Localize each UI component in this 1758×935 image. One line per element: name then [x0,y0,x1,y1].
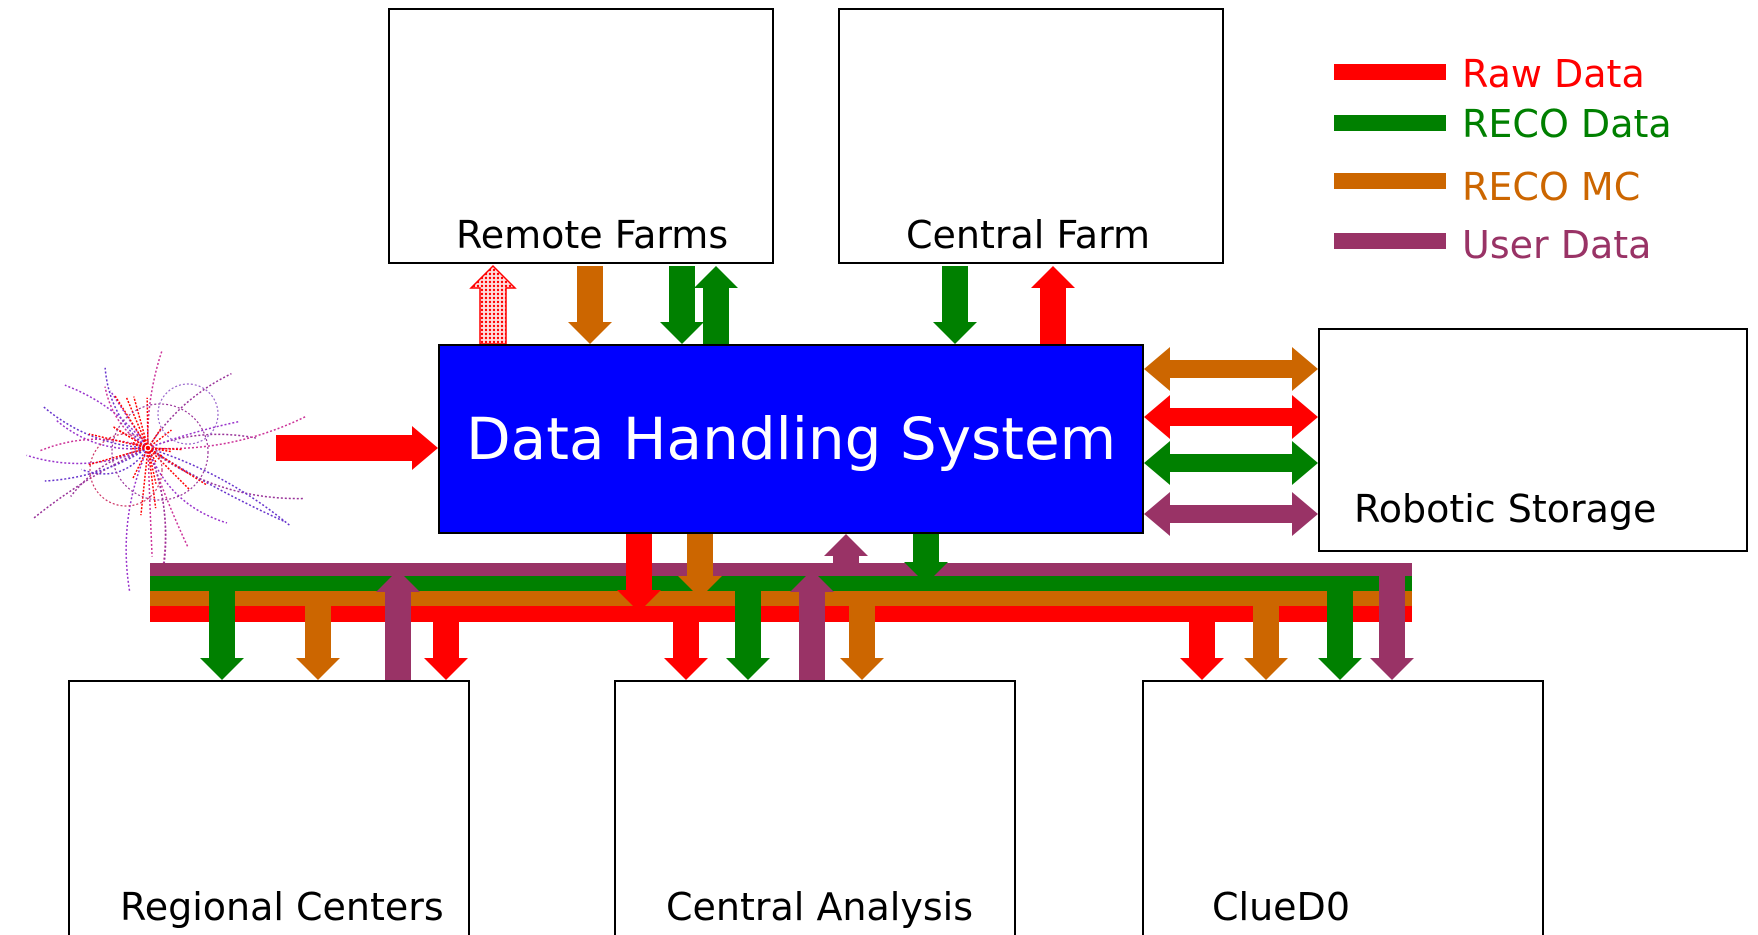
particle-core-track [88,433,149,449]
remote-raw-up-arrow [469,264,517,345]
particle-core-track [147,447,190,491]
bus-user-line [150,563,1412,576]
particle-core-track [147,428,162,449]
particle-track [147,350,163,449]
central-farm-box [838,8,1224,264]
remote-reco-up-arrow [694,266,738,344]
particle-core-track [147,447,157,464]
storage-raw-arrow [1144,395,1318,439]
particle-track [104,386,149,449]
central-farm-raw-up-arrow [1031,266,1075,344]
particle-track [41,405,149,449]
legend-reco-data-label: RECO Data [1462,102,1672,146]
legend [1334,64,1446,249]
legend-raw-data-label: Raw Data [1462,52,1645,96]
legend-swatch [1334,173,1446,189]
particle-track [147,447,304,500]
particle-track [147,447,287,523]
legend-swatch [1334,233,1446,249]
particle-track [147,433,257,449]
clued0-reco-down-arrow [1318,576,1362,680]
regional-mc-down-arrow [296,591,340,680]
particle-core-track [147,447,157,484]
remote-farms-box [388,8,774,264]
particle-track [64,384,149,449]
legend-reco-mc-label: RECO MC [1462,165,1641,209]
regional-raw-down-arrow [424,606,468,680]
regional-centers-label: Regional Centers [120,885,444,929]
particle-track [104,367,149,449]
particle-core-track [147,447,183,451]
clued0-raw-down-arrow [1180,606,1224,680]
particle-track [147,447,167,590]
dhs-mc-down-arrow [678,534,722,598]
bus-reco-line [150,576,1412,591]
robotic-storage-box [1318,328,1748,552]
central-farm-reco-down-arrow [933,266,977,344]
regional-reco-down-arrow [200,576,244,680]
particle-track [147,447,189,547]
particle-core-track [130,447,149,450]
remote-farms-label: Remote Farms [456,213,729,257]
particle-core-track [132,441,149,449]
legend-user-data-label: User Data [1462,223,1652,267]
storage-user-arrow [1144,492,1318,536]
clued0-mc-down-arrow [1244,591,1288,680]
regional-centers-box [68,680,470,935]
analysis-reco-down-arrow [726,576,770,680]
particle-track [81,447,149,475]
particle-track [147,447,153,557]
clued0-label: ClueD0 [1212,885,1350,929]
storage-reco-arrow [1144,441,1318,485]
particle-track [147,372,232,449]
clued0-user-down-arrow [1370,563,1414,680]
dhs-user-up-arrow [824,534,868,563]
particle-loop [157,383,219,445]
data-handling-system-box [438,344,1144,534]
bus-raw-line [150,606,1412,622]
analysis-user-up-arrow [790,570,834,680]
detector-raw-arrow [276,426,438,470]
central-farm-label: Central Farm [906,213,1151,257]
particle-core-track [147,429,172,449]
particle-track [147,415,308,450]
robotic-storage-label: Robotic Storage [1354,487,1657,531]
legend-swatch [1334,115,1446,131]
data-flow-arrows [200,264,1414,680]
particle-core-track [147,447,157,509]
central-analysis-label: Central Analysis [666,885,974,929]
particle-track [44,447,149,482]
particle-track [147,447,228,524]
particle-core-track [140,447,149,516]
dhs-raw-down-arrow [617,534,661,612]
data-bus [150,563,1412,622]
analysis-mc-down-arrow [840,591,884,680]
particle-core-track [146,397,149,449]
particle-core-track [147,447,163,457]
particle-track [147,447,291,527]
remote-reco-down-arrow [660,266,704,344]
particle-track [55,419,149,450]
particle-core-track [125,396,149,449]
analysis-raw-down-arrow [664,606,708,680]
clued0-box [1142,680,1544,935]
particle-track [109,390,149,449]
particle-track [26,447,149,465]
particle-core-track [131,447,149,480]
storage-mc-arrow [1144,347,1318,391]
event-display-icon [26,350,308,592]
bus-mc-line [150,591,1412,606]
particle-track [70,447,149,497]
particle-track [32,447,149,520]
regional-user-up-arrow [376,570,420,680]
particle-loop [89,433,163,507]
dhs-reco-down-arrow [904,534,948,584]
data-handling-system-label: Data Handling System [466,405,1117,473]
particle-track [147,420,241,449]
particle-track [125,447,149,592]
particle-core-track [147,447,172,453]
legend-swatch [1334,64,1446,80]
remote-mc-down-arrow [568,266,612,344]
central-analysis-box [614,680,1016,935]
